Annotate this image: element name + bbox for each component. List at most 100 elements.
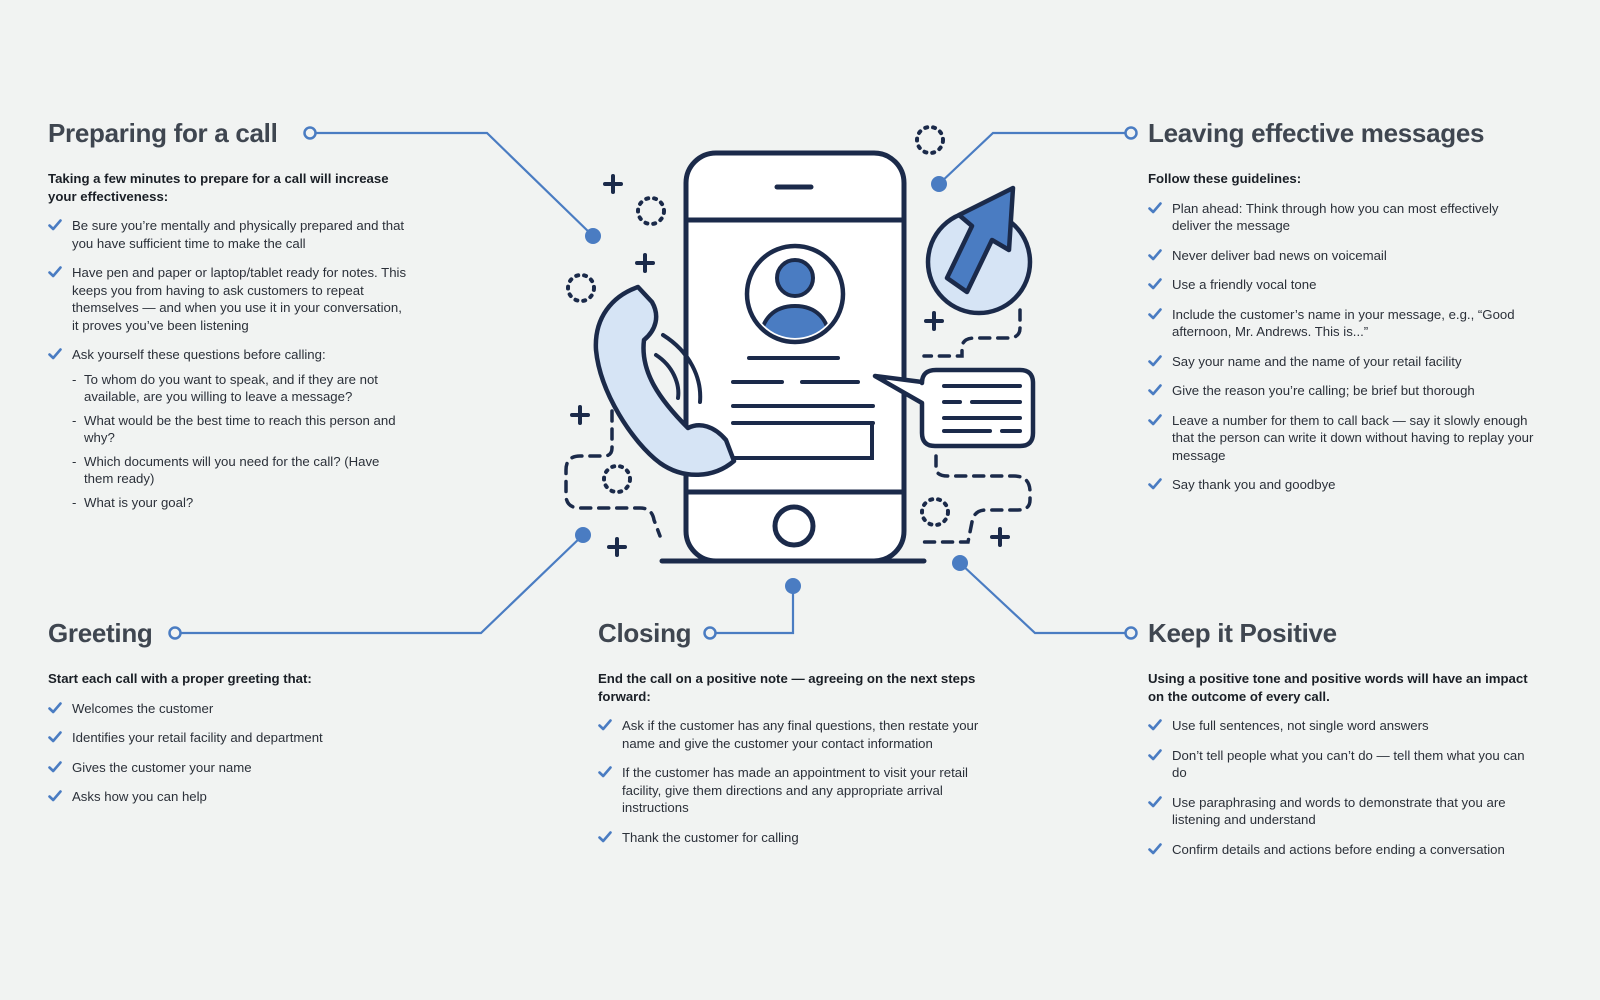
list-item-text: Use a friendly vocal tone xyxy=(1172,277,1317,292)
sub-list-item-text: What is your goal? xyxy=(84,494,194,510)
check-icon xyxy=(598,719,612,731)
connector-positive xyxy=(959,562,1132,635)
list-item-text: If the customer has made an appointment … xyxy=(622,765,968,815)
list-item: Confirm details and actions before endin… xyxy=(1148,841,1538,859)
connector-closing xyxy=(713,586,795,635)
sub-list-item: -To whom do you want to speak, and if th… xyxy=(72,371,408,406)
section-intro: Using a positive tone and positive words… xyxy=(1148,671,1528,704)
check-icon xyxy=(598,830,612,842)
section-closing: Closing End the call on a positive note … xyxy=(598,618,998,846)
list-item-text: Give the reason you’re calling; be brief… xyxy=(1172,383,1475,398)
phone-handset-icon xyxy=(593,284,737,477)
list-item: Give the reason you’re calling; be brief… xyxy=(1148,382,1538,400)
list-item-text: Leave a number for them to call back — s… xyxy=(1172,412,1534,463)
check-icon xyxy=(48,348,62,360)
list-item-text: Asks how you can help xyxy=(72,789,207,804)
check-icon xyxy=(598,766,612,778)
dash-bullet: - xyxy=(72,371,77,387)
check-icon xyxy=(1148,795,1162,807)
dash-bullet: - xyxy=(72,494,77,510)
list-item-text: Have pen and paper or laptop/tablet read… xyxy=(72,265,407,333)
list-item-text: Ask if the customer has any final questi… xyxy=(622,718,979,751)
checklist: Be sure you’re mentally and physically p… xyxy=(48,217,408,511)
contact-avatar-icon xyxy=(744,243,846,345)
section-messages: Leaving effective messages Follow these … xyxy=(1148,118,1538,494)
list-item: Identifies your retail facility and depa… xyxy=(48,729,408,747)
list-item: Ask yourself these questions before call… xyxy=(48,346,408,511)
check-icon xyxy=(48,790,62,802)
list-item-text: Gives the customer your name xyxy=(72,759,252,775)
connector-lines xyxy=(181,131,1132,635)
list-item: Welcomes the customer xyxy=(48,700,408,718)
list-item-text: Be sure you’re mentally and physically p… xyxy=(72,218,405,251)
list-item: Have pen and paper or laptop/tablet read… xyxy=(48,264,408,334)
list-item-text: Don’t tell people what you can’t do — te… xyxy=(1172,747,1525,781)
section-intro: Taking a few minutes to prepare for a ca… xyxy=(48,171,389,204)
checklist: Use full sentences, not single word answ… xyxy=(1148,717,1538,858)
list-item-text: Confirm details and actions before endin… xyxy=(1172,841,1505,857)
section-intro: End the call on a positive note — agreei… xyxy=(598,671,976,704)
sub-list-item-text: To whom do you want to speak, and if the… xyxy=(84,371,378,405)
arrow-up-icon xyxy=(925,185,1033,316)
sub-list: -To whom do you want to speak, and if th… xyxy=(72,371,408,512)
list-item: Say thank you and goodbye xyxy=(1148,476,1538,494)
list-item: Use full sentences, not single word answ… xyxy=(1148,717,1538,735)
plus-signs xyxy=(570,174,1010,557)
checklist: Plan ahead: Think through how you can mo… xyxy=(1148,200,1538,494)
list-item: Never deliver bad news on voicemail xyxy=(1148,247,1538,265)
section-intro: Follow these guidelines: xyxy=(1148,171,1302,186)
checklist: Ask if the customer has any final questi… xyxy=(598,717,998,846)
list-item: Be sure you’re mentally and physically p… xyxy=(48,217,408,252)
list-item-text: Welcomes the customer xyxy=(72,700,214,716)
list-item-text: Ask yourself these questions before call… xyxy=(72,347,326,362)
dash-bullet: - xyxy=(72,453,77,469)
section-title: Greeting xyxy=(48,618,153,648)
sub-list-item: -Which documents will you need for the c… xyxy=(72,453,408,488)
check-icon xyxy=(48,701,62,713)
dash-bullet: - xyxy=(72,412,77,428)
list-item: Gives the customer your name xyxy=(48,759,408,777)
checklist: Welcomes the customer Identifies your re… xyxy=(48,700,408,806)
sub-list-item-text: Which documents will you need for the ca… xyxy=(84,453,380,487)
sub-list-item: -What would be the best time to reach th… xyxy=(72,412,408,447)
check-icon xyxy=(1148,278,1162,290)
list-item-text: Thank the customer for calling xyxy=(622,829,799,845)
list-item-text: Use paraphrasing and words to demonstrat… xyxy=(1172,794,1506,828)
list-item: Thank the customer for calling xyxy=(598,829,998,847)
check-icon xyxy=(1148,384,1162,396)
check-icon xyxy=(1148,413,1162,425)
sub-list-item: -What is your goal? xyxy=(72,494,408,512)
list-item: Use paraphrasing and words to demonstrat… xyxy=(1148,794,1538,829)
list-item: Leave a number for them to call back — s… xyxy=(1148,412,1538,465)
section-title: Keep it Positive xyxy=(1148,618,1337,648)
check-icon xyxy=(1148,478,1162,490)
check-icon xyxy=(1148,307,1162,319)
list-item-text: Identifies your retail facility and depa… xyxy=(72,730,323,745)
list-item-text: Plan ahead: Think through how you can mo… xyxy=(1172,200,1499,234)
list-item: Say your name and the name of your retai… xyxy=(1148,353,1538,371)
check-icon xyxy=(48,760,62,772)
check-icon xyxy=(1148,201,1162,213)
check-icon xyxy=(1148,719,1162,731)
connector-endpoints xyxy=(168,126,1138,640)
check-icon xyxy=(1148,748,1162,760)
list-item: Use a friendly vocal tone xyxy=(1148,276,1538,294)
section-positive: Keep it Positive Using a positive tone a… xyxy=(1148,618,1538,858)
check-icon xyxy=(48,219,62,231)
list-item-text: Say thank you and goodbye xyxy=(1172,477,1336,492)
list-item-text: Use full sentences, not single word answ… xyxy=(1172,718,1429,733)
list-item: Plan ahead: Think through how you can mo… xyxy=(1148,200,1538,235)
section-title: Preparing for a call xyxy=(48,118,278,148)
list-item: Include the customer’s name in your mess… xyxy=(1148,306,1538,341)
dotted-circles xyxy=(566,125,950,527)
check-icon xyxy=(1148,842,1162,854)
section-greeting: Greeting Start each call with a proper g… xyxy=(48,618,408,806)
connector-messages xyxy=(938,131,1132,185)
list-item: Asks how you can help xyxy=(48,788,408,806)
check-icon xyxy=(48,266,62,278)
list-item: Ask if the customer has any final questi… xyxy=(598,717,998,752)
section-intro: Start each call with a proper greeting t… xyxy=(48,671,312,686)
screen-text-lines xyxy=(731,356,875,460)
connector-preparing xyxy=(314,131,594,237)
